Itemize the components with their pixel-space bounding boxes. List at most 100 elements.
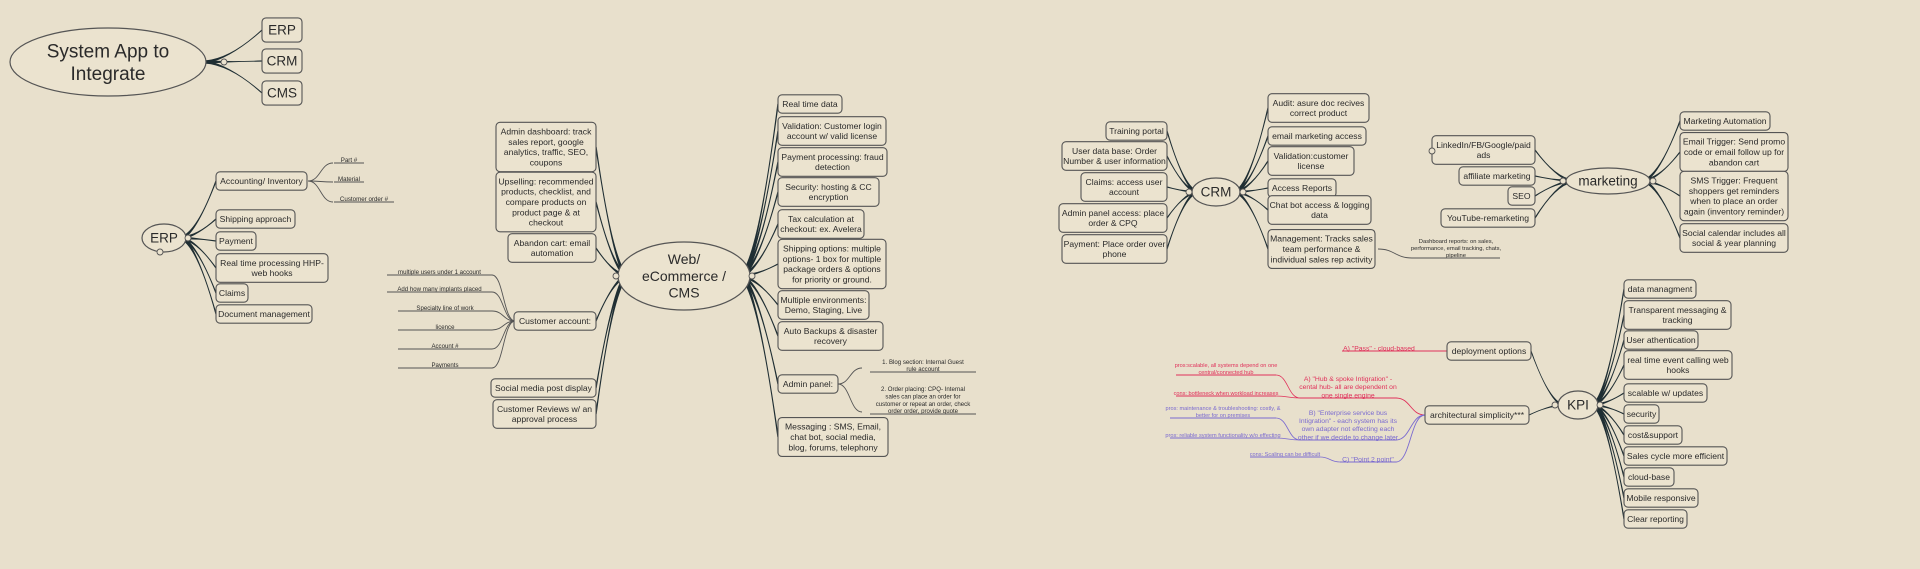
erp-item-3[interactable]: Real time processing HHP-web hooks — [215, 253, 329, 283]
accounting-sub-0: Part # — [334, 157, 364, 164]
marketing-left-item-1[interactable]: affiliate marketing — [1458, 166, 1536, 186]
kpi-deployment-options[interactable]: deployment options — [1446, 341, 1532, 361]
marketing-right-item-0[interactable]: Marketing Automation — [1679, 111, 1771, 131]
cms-left-item-3[interactable]: Customer account: — [513, 311, 597, 331]
hub-spoke-option-label: A) "Hub & spoke Intigration" -cental hub… — [1299, 376, 1397, 399]
management-sub-label: Dashboard reports: on sales,performance,… — [1411, 239, 1502, 259]
kpi-item-6[interactable]: cost&support — [1623, 425, 1683, 445]
collapse-toggle[interactable] — [1551, 401, 1559, 409]
collapse-toggle[interactable] — [156, 248, 164, 256]
p2p-option-label: C) "Point 2 point" — [1342, 456, 1394, 463]
connector-line — [1319, 456, 1341, 463]
branch-line — [739, 130, 779, 277]
marketing-left-item-1-label: affiliate marketing — [1463, 171, 1530, 181]
erp-item-4[interactable]: Claims — [215, 283, 249, 303]
erp-item-2-label: Payment — [219, 236, 254, 246]
collapse-toggle[interactable] — [1649, 177, 1657, 185]
marketing-left-item-2[interactable]: SEO — [1507, 186, 1536, 206]
kpi-item-8[interactable]: cloud-base — [1623, 467, 1675, 487]
erp-item-5[interactable]: Document management — [215, 304, 313, 324]
cms-left-item-4[interactable]: Social media post display — [490, 378, 597, 398]
collapse-toggle[interactable] — [1559, 177, 1567, 185]
connector-line — [491, 310, 516, 322]
cms-right-item-9[interactable]: Messaging : SMS, Email,chat bot, social … — [777, 416, 889, 458]
collapse-toggle[interactable] — [1596, 401, 1604, 409]
kpi-item-4[interactable]: scalable w/ updates — [1623, 383, 1708, 403]
erp-node[interactable]: ERP — [141, 223, 187, 253]
kpi-architectural-simplicity[interactable]: architectural simplicity*** — [1424, 405, 1530, 425]
crm-node[interactable]: CRM — [1191, 177, 1241, 207]
kpi-node[interactable]: KPI — [1557, 390, 1599, 420]
erp-item-1[interactable]: Shipping approach — [215, 209, 296, 229]
kpi-item-5[interactable]: security — [1623, 404, 1660, 424]
erp-item-2[interactable]: Payment — [215, 231, 257, 251]
crm-left-item-0[interactable]: Training portal — [1105, 121, 1168, 141]
branch-line — [595, 146, 629, 277]
collapse-toggle[interactable] — [220, 58, 228, 66]
cms-right-item-6[interactable]: Multiple environments:Demo, Staging, Liv… — [777, 290, 870, 320]
collapse-toggle[interactable] — [748, 272, 756, 280]
kpi-item-2[interactable]: User athentication — [1623, 330, 1699, 350]
cms-right-item-0[interactable]: Real time data — [777, 94, 843, 114]
kpi-item-9[interactable]: Mobile responsive — [1623, 488, 1699, 508]
kpi-item-7[interactable]: Sales cycle more efficient — [1623, 446, 1728, 466]
deployment-sub-label: A) "Pass" - cloud-based — [1343, 345, 1415, 352]
top-item-crm[interactable]: CRM — [261, 48, 303, 74]
collapse-toggle[interactable] — [1239, 188, 1247, 196]
p2p-option: C) "Point 2 point" — [1340, 456, 1396, 463]
kpi-item-10[interactable]: Clear reporting — [1623, 509, 1688, 529]
erp-item-0[interactable]: Accounting/ Inventory — [215, 171, 308, 191]
top-item-cms[interactable]: CMS — [261, 80, 303, 106]
crm-left-item-0-label: Training portal — [1109, 126, 1164, 136]
marketing-left-item-3[interactable]: YouTube-remarketing — [1440, 208, 1536, 228]
kpi-item-1[interactable]: Transparent messaging &tracking — [1623, 300, 1732, 330]
collapse-toggle[interactable] — [1185, 188, 1193, 196]
top-item-erp[interactable]: ERP — [261, 17, 303, 43]
collapse-toggle[interactable] — [1428, 147, 1436, 155]
account-sub-1-label: Add how many implants placed — [397, 286, 481, 293]
management-sub: Dashboard reports: on sales,performance,… — [1411, 239, 1502, 259]
connector-line — [1395, 414, 1426, 463]
cms-node[interactable]: Web/eCommerce /CMS — [617, 241, 751, 311]
cms-right-item-8[interactable]: Admin panel: — [777, 374, 839, 394]
crm-right-item-1[interactable]: email marketing access — [1267, 126, 1367, 146]
crm-right-item-3[interactable]: Access Reports — [1267, 178, 1337, 198]
branch-line — [205, 60, 263, 64]
marketing-node[interactable]: marketing — [1565, 167, 1651, 195]
collapse-toggle[interactable] — [184, 234, 192, 242]
erp-item-3-label: Real time processing HHP-web hooks — [220, 258, 324, 278]
collapse-toggle[interactable] — [612, 272, 620, 280]
kpi-item-0[interactable]: data managment — [1623, 279, 1697, 299]
